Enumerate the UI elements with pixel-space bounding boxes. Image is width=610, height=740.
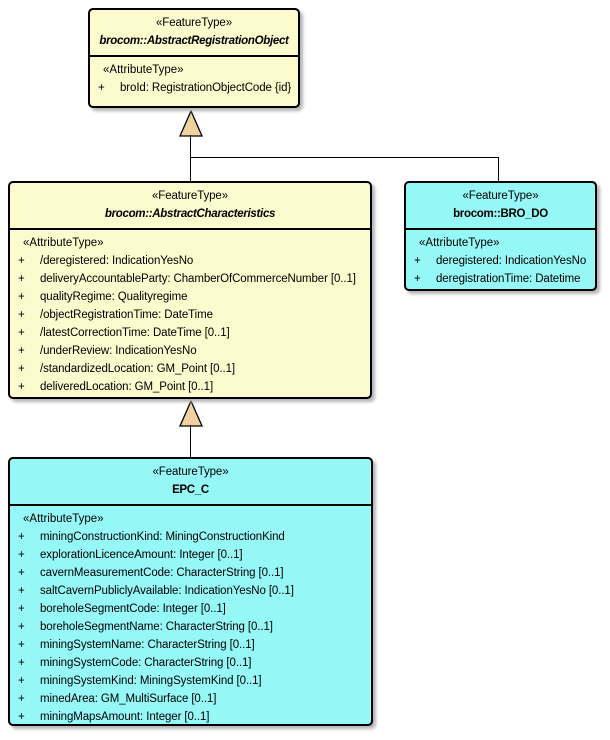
visibility-sign: + [414,273,421,285]
generalization-line-vertical-right [498,157,499,181]
visibility-sign: + [18,531,25,543]
attribute-text: miningSystemKind: MiningSystemKind [0..1… [40,675,262,687]
visibility-sign: + [18,363,25,375]
attribute-row: + broId: RegistrationObjectCode {id} [90,79,298,97]
attribute-text: boreholeSegmentName: CharacterString [0.… [40,621,273,633]
generalization-arrowhead-icon [179,400,203,427]
attribute-text: miningConstructionKind: MiningConstructi… [40,531,285,543]
attribute-row: + miningConstructionKind: MiningConstruct… [10,528,371,546]
attribute-row: + /deregistered: IndicationYesNo [10,252,370,270]
class-box-abstract-characteristics[interactable]: «FeatureType» brocom::AbstractCharacteri… [8,181,372,399]
visibility-sign: + [18,255,25,267]
visibility-sign: + [18,327,25,339]
stereotype-label: «FeatureType» [462,190,539,202]
attribute-type-label: «AttributeType» [23,237,104,249]
visibility-sign: + [18,273,25,285]
attribute-type-label: «AttributeType» [23,513,104,525]
stereotype-label: «FeatureType» [155,17,233,29]
attribute-row: + deliveredLocation: GM_Point [0..1] [10,378,370,396]
attribute-row: + boreholeSegmentName: CharacterString [0… [10,618,371,636]
attribute-row: + boreholeSegmentCode: Integer [0..1] [10,600,371,618]
visibility-sign: + [18,291,25,303]
attribute-row: + miningSystemName: CharacterString [0..1… [10,636,371,654]
visibility-sign: + [18,345,25,357]
attribute-row: + cavernMeasurementCode: CharacterString … [10,564,371,582]
class-name: brocom::BRO_DO [453,208,548,220]
stereotype-label: «FeatureType» [151,190,229,202]
attribute-row: + /objectRegistrationTime: DateTime [10,306,370,324]
class-box-epc-c[interactable]: «FeatureType» EPC_C «AttributeType» + min… [8,457,373,726]
attribute-text: deregistrationTime: Datetime [436,273,581,285]
attribute-row: + /underReview: IndicationYesNo [10,342,370,360]
visibility-sign: + [18,621,25,633]
visibility-sign: + [98,82,105,94]
class-name: brocom::AbstractRegistrationObject [99,35,289,47]
visibility-sign: + [18,693,25,705]
class-name: EPC_C [172,484,209,496]
generalization-line-vertical-left [190,135,191,181]
stereotype-label: «FeatureType» [152,466,229,478]
attribute-row: + qualityRegime: Qualityregime [10,288,370,306]
attribute-row: + deliveryAccountableParty: ChamberOfComm… [10,270,370,288]
visibility-sign: + [18,603,25,615]
class-box-abstract-registration-object[interactable]: «FeatureType» brocom::AbstractRegistrati… [88,8,300,108]
attribute-text: cavernMeasurementCode: CharacterString [… [40,567,284,579]
generalization-line-vertical-epc [190,425,191,457]
class-name: brocom::AbstractCharacteristics [104,208,276,220]
attribute-text: /objectRegistrationTime: DateTime [40,309,213,321]
attribute-compartment: «AttributeType» + /deregistered: Indicati… [10,230,370,396]
attribute-text: /standardizedLocation: GM_Point [0..1] [40,363,236,375]
attribute-compartment: «AttributeType» + miningConstructionKind:… [10,506,371,726]
attribute-row: + deregistered: IndicationYesNo [406,252,595,270]
attribute-text: deregistered: IndicationYesNo [436,255,587,267]
visibility-sign: + [18,309,25,321]
attribute-text: deliveryAccountableParty: ChamberOfComme… [40,273,356,285]
attribute-row: + miningMapsAmount: Integer [0..1] [10,708,371,726]
class-box-bro-do[interactable]: «FeatureType» brocom::BRO_DO «AttributeT… [404,181,597,291]
attribute-row: + miningSystemCode: CharacterString [0..1… [10,654,371,672]
generalization-line-horizontal [190,157,499,158]
attribute-row: + minedArea: GM_MultiSurface [0..1] [10,690,371,708]
class-header: «FeatureType» brocom::AbstractCharacteri… [10,183,370,230]
attribute-text: boreholeSegmentCode: Integer [0..1] [40,603,226,615]
visibility-sign: + [18,381,25,393]
attribute-text: miningSystemCode: CharacterString [0..1] [40,657,252,669]
visibility-sign: + [18,567,25,579]
attribute-text: miningMapsAmount: Integer [0..1] [40,711,210,723]
attribute-text: explorationLicenceAmount: Integer [0..1] [40,549,243,561]
attribute-row: + explorationLicenceAmount: Integer [0..1… [10,546,371,564]
attribute-text: qualityRegime: Qualityregime [40,291,188,303]
attribute-compartment: «AttributeType» + deregistered: Indicatio… [406,230,595,288]
attribute-row: + miningSystemKind: MiningSystemKind [0..… [10,672,371,690]
attribute-text: miningSystemName: CharacterString [0..1] [40,639,255,651]
attribute-row: + deregistrationTime: Datetime [406,270,595,288]
attribute-text: broId: RegistrationObjectCode {id} [120,82,292,94]
attribute-text: /underReview: IndicationYesNo [40,345,197,357]
attribute-text: /latestCorrectionTime: DateTime [0..1] [40,327,230,339]
visibility-sign: + [18,675,25,687]
visibility-sign: + [18,639,25,651]
attribute-text: saltCavernPubliclyAvailable: IndicationY… [40,585,294,597]
attribute-text: deliveredLocation: GM_Point [0..1] [40,381,214,393]
visibility-sign: + [18,711,25,723]
generalization-arrowhead-icon [179,110,203,137]
class-header: «FeatureType» brocom::BRO_DO [406,183,595,230]
visibility-sign: + [18,549,25,561]
attribute-row: + saltCavernPubliclyAvailable: Indication… [10,582,371,600]
class-header: «FeatureType» EPC_C [10,459,371,506]
attribute-row: + /standardizedLocation: GM_Point [0..1] [10,360,370,378]
visibility-sign: + [414,255,421,267]
attribute-text: /deregistered: IndicationYesNo [40,255,194,267]
attribute-text: minedArea: GM_MultiSurface [0..1] [40,693,217,705]
class-header: «FeatureType» brocom::AbstractRegistrati… [90,10,298,57]
attribute-row: + /latestCorrectionTime: DateTime [0..1] [10,324,370,342]
attribute-type-label: «AttributeType» [419,237,500,249]
visibility-sign: + [18,585,25,597]
attribute-type-label: «AttributeType» [103,64,184,76]
visibility-sign: + [18,657,25,669]
attribute-compartment: «AttributeType» + broId: RegistrationObje… [90,57,298,97]
